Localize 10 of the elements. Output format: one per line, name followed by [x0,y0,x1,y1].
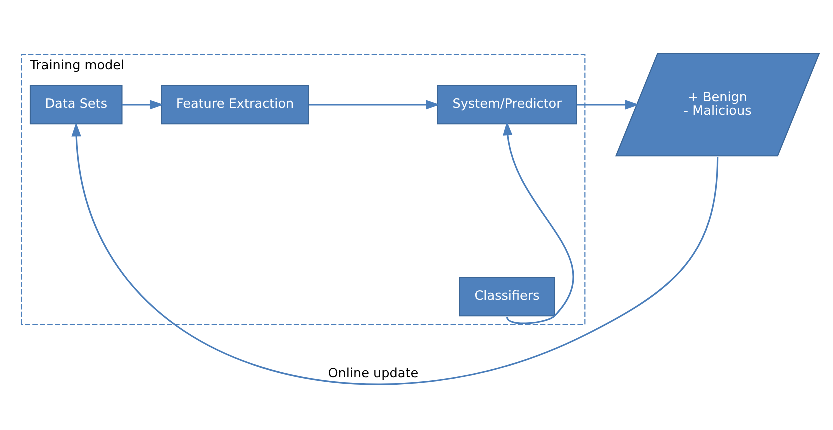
edge-label: Online update [328,366,419,382]
node-box: Feature Extraction [161,84,310,124]
node-box: System/Predictor [437,84,578,124]
arrow [503,121,574,324]
node-box: Classifiers [459,276,556,316]
arrow [122,100,164,110]
arrow [576,100,640,110]
arrow [72,122,719,384]
node-box: Data Sets [30,84,123,124]
arrow [309,100,440,110]
